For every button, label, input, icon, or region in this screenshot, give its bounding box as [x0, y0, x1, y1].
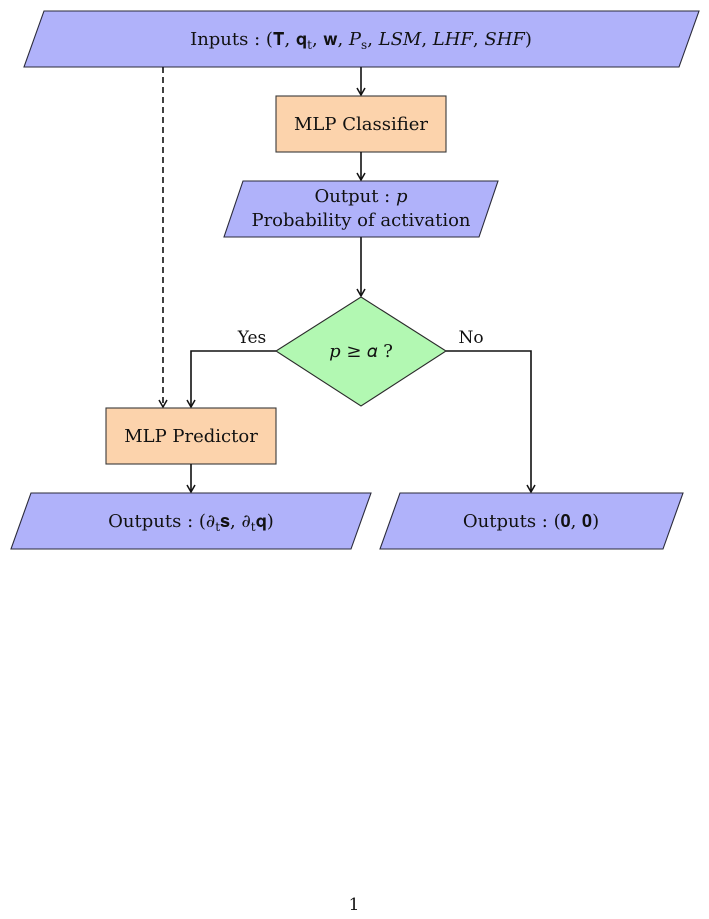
predictor-label: MLP Predictor [124, 426, 258, 447]
outputs-right-shape [379, 492, 684, 550]
classifier-node: MLP Classifier [275, 95, 447, 153]
decision-shape [274, 296, 448, 407]
inputs-node: Inputs : (𝐓, 𝐪t, 𝐰, 𝑃s, 𝐿𝑆𝑀, 𝐿𝐻𝐹, 𝑆𝐻𝐹) [23, 10, 700, 68]
yes-label: Yes [237, 328, 267, 348]
decision-label: 𝑝 ≥ 𝛼 ? [329, 341, 393, 362]
outputs-left-shape [10, 492, 372, 550]
edge-yes [186, 350, 276, 409]
inputs-label: Inputs : (𝐓, 𝐪t, 𝐰, 𝑃s, 𝐿𝑆𝑀, 𝐿𝐻𝐹, 𝑆𝐻𝐹) [190, 29, 532, 52]
prob-output-line1: Output : 𝑝 [315, 186, 408, 207]
outputs-right-label: Outputs : (𝟎, 𝟎) [463, 511, 599, 532]
decision-node: 𝑝 ≥ 𝛼 ? [274, 296, 448, 407]
prob-output-shape [223, 180, 499, 238]
edge-no [446, 350, 536, 494]
page-number: 1 [349, 895, 360, 915]
outputs-left-node: Outputs : (∂t𝐬, ∂t𝐪) [10, 492, 372, 550]
outputs-left-label: Outputs : (∂t𝐬, ∂t𝐪) [108, 511, 274, 534]
prob-output-node: Output : 𝑝 Probability of activation [223, 180, 499, 238]
prob-output-line2: Probability of activation [251, 210, 470, 231]
outputs-right-node: Outputs : (𝟎, 𝟎) [379, 492, 684, 550]
inputs-shape [23, 10, 700, 68]
predictor-node: MLP Predictor [105, 407, 277, 465]
classifier-shape [275, 95, 447, 153]
no-label: No [458, 328, 483, 348]
predictor-shape [105, 407, 277, 465]
classifier-label: MLP Classifier [294, 114, 428, 135]
